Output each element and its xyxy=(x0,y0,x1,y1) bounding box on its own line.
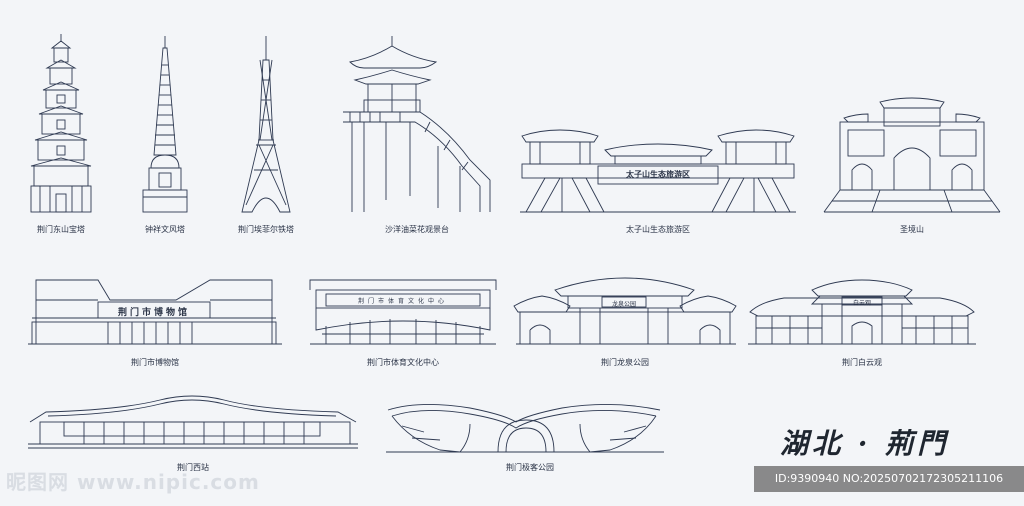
baiyun-sign: 白云观 xyxy=(852,300,871,307)
landmark-label: 荆门极客公园 xyxy=(506,463,554,472)
landmark-label: 钟祥文风塔 xyxy=(145,225,185,234)
dongshan-pagoda-drawing xyxy=(30,34,92,213)
wenfeng-pagoda-drawing xyxy=(142,36,188,213)
landmark-label: 荆门埃菲尔铁塔 xyxy=(238,225,294,234)
landmark-label: 圣境山 xyxy=(900,225,924,234)
geek-park-drawing xyxy=(386,404,664,453)
poster-title: 湖北 · 荊門 xyxy=(780,427,950,460)
longquan-sign: 龙泉公园 xyxy=(611,301,636,308)
sports-center-drawing xyxy=(309,279,497,345)
shengjingshan-gate-drawing xyxy=(823,97,1001,213)
taizishan-sign: 太子山生态旅游区 xyxy=(626,169,690,179)
landmark-label: 荆门东山宝塔 xyxy=(37,225,85,234)
baiyun-temple-drawing xyxy=(748,279,976,345)
sports-sign: 荆门市体育文化中心 xyxy=(357,298,448,305)
landmark-label: 太子山生态旅游区 xyxy=(626,225,690,234)
landmark-label: 沙洋油菜花观景台 xyxy=(385,225,449,234)
landmark-label: 荆门市体育文化中心 xyxy=(367,358,439,367)
image-id-watermark: ID:9390940 NO:20250702172305211106 xyxy=(754,466,1024,492)
viewing-platform-drawing xyxy=(343,36,491,212)
taizishan-gate-drawing xyxy=(520,129,796,213)
west-station-drawing xyxy=(28,395,358,449)
museum-drawing xyxy=(28,279,282,345)
landmark-label: 荆门白云观 xyxy=(842,358,882,367)
eiffel-tower-drawing xyxy=(241,36,291,213)
landmark-label: 荆门西站 xyxy=(177,463,209,472)
longquan-park-drawing xyxy=(513,277,737,345)
site-watermark: 昵图网 www.nipic.com xyxy=(6,470,260,494)
landmark-label: 荆门市博物馆 xyxy=(131,358,179,367)
landmark-label: 荆门龙泉公园 xyxy=(601,358,649,367)
museum-sign: 荆门市博物馆 xyxy=(117,308,190,318)
